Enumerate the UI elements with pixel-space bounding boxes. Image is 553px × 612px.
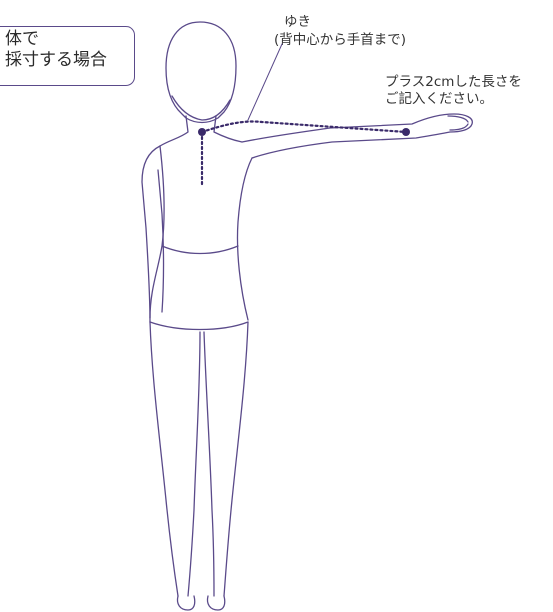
right-leg-inner [203, 331, 215, 597]
annotation-pointer [247, 43, 283, 121]
neck-left [159, 115, 189, 147]
measurement-method-label: 体で 採寸する場合 [0, 26, 135, 86]
head-outline [165, 21, 237, 124]
label-line-2: 採寸する場合 [5, 50, 107, 70]
right-hand [447, 115, 469, 131]
back-center-point [198, 128, 206, 136]
note-line-1: プラス2cmした長さを [385, 74, 522, 90]
right-leg-outer [223, 321, 249, 597]
torso-right [236, 157, 253, 321]
left-foot [176, 595, 196, 611]
neck-right [213, 115, 243, 143]
torso-left [149, 145, 165, 319]
note-line-2: ご記入ください。 [385, 91, 493, 107]
left-leg-outer [149, 321, 179, 597]
yuki-title: ゆき [284, 14, 311, 30]
wrist-point [402, 128, 410, 136]
hip-line [149, 321, 249, 331]
hair-line [171, 95, 231, 121]
waist-line [161, 245, 239, 255]
label-line-1: 体で [5, 29, 39, 49]
yuki-detail: (背中心から手首まで) [274, 32, 407, 48]
left-arm-outer [141, 145, 161, 323]
right-foot [206, 595, 226, 611]
right-arm-upper [241, 113, 473, 159]
left-leg-inner [187, 331, 201, 597]
left-arm-inner [157, 169, 165, 313]
yuki-dotted-line [200, 120, 408, 134]
